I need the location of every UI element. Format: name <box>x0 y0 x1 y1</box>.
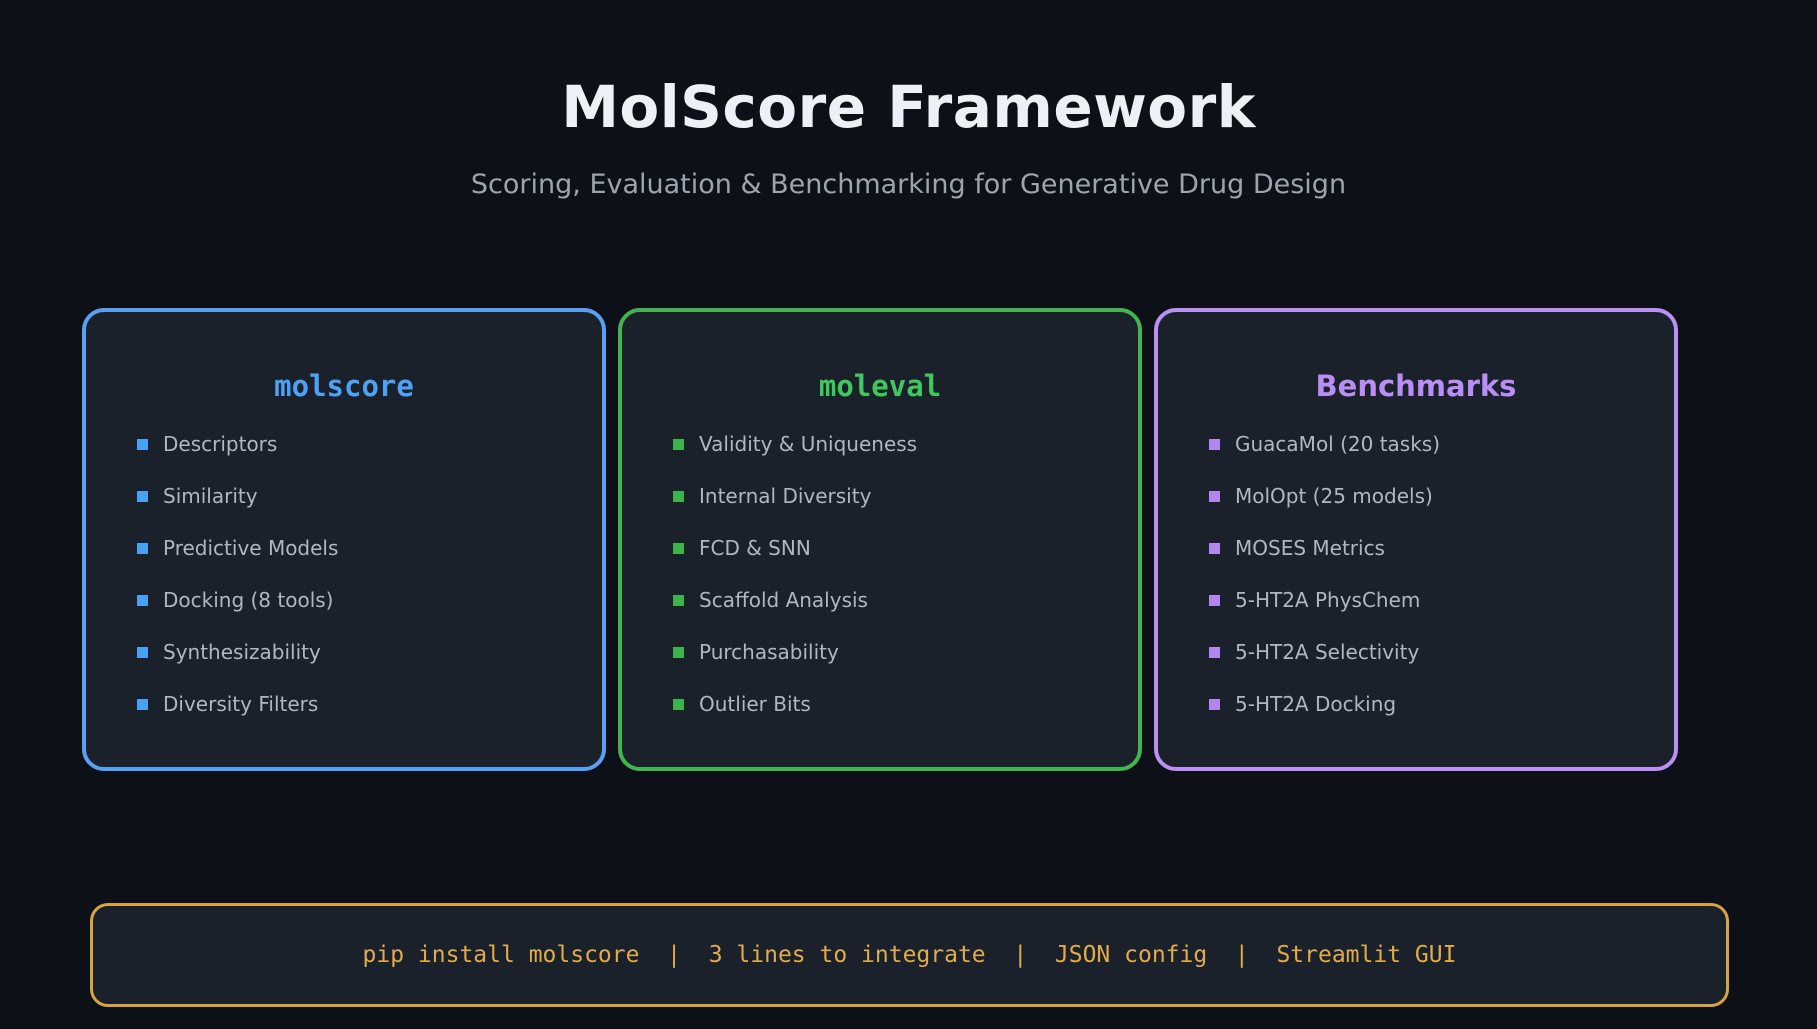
list-item-label: Predictive Models <box>163 536 339 560</box>
list-item: Purchasability <box>673 626 1138 678</box>
list-item: FCD & SNN <box>673 522 1138 574</box>
list-item: GuacaMol (20 tasks) <box>1209 418 1674 470</box>
list-item: 5-HT2A Docking <box>1209 678 1674 730</box>
list-item: Similarity <box>137 470 602 522</box>
list-item: Predictive Models <box>137 522 602 574</box>
list-item-label: MOSES Metrics <box>1235 536 1385 560</box>
bullet-square-icon <box>137 490 148 502</box>
list-item: Internal Diversity <box>673 470 1138 522</box>
page-title: MolScore Framework <box>561 73 1256 141</box>
bullet-square-icon <box>137 594 148 606</box>
bullet-square-icon <box>137 646 148 658</box>
list-item-label: Diversity Filters <box>163 692 319 716</box>
card-benchmarks-feature-list: GuacaMol (20 tasks) MolOpt (25 models) M… <box>1158 418 1674 730</box>
bullet-square-icon <box>673 438 684 450</box>
page-subtitle: Scoring, Evaluation & Benchmarking for G… <box>470 169 1347 200</box>
card-molscore-feature-list: Descriptors Similarity Predictive Models… <box>86 418 602 730</box>
list-item-label: FCD & SNN <box>699 536 811 560</box>
bullet-square-icon <box>673 542 684 554</box>
bullet-square-icon <box>673 594 684 606</box>
bullet-square-icon <box>1209 594 1220 606</box>
card-molscore: molscore Descriptors Similarity Predicti… <box>82 308 606 771</box>
bullet-square-icon <box>137 542 148 554</box>
list-item-label: Scaffold Analysis <box>699 588 868 612</box>
header: MolScore Framework Scoring, Evaluation &… <box>0 72 1817 202</box>
footer-bar: pip install molscore | 3 lines to integr… <box>90 903 1729 1007</box>
bullet-square-icon <box>1209 542 1220 554</box>
list-item: Docking (8 tools) <box>137 574 602 626</box>
list-item-label: Similarity <box>163 484 258 508</box>
bullet-square-icon <box>1209 490 1220 502</box>
bullet-square-icon <box>673 490 684 502</box>
list-item: Synthesizability <box>137 626 602 678</box>
card-molscore-title: molscore <box>274 369 414 403</box>
card-moleval: moleval Validity & Uniqueness Internal D… <box>618 308 1142 771</box>
list-item-label: 5-HT2A Docking <box>1235 692 1397 716</box>
list-item-label: Internal Diversity <box>699 484 872 508</box>
footer-text: pip install molscore | 3 lines to integr… <box>362 942 1457 968</box>
list-item: Descriptors <box>137 418 602 470</box>
list-item: 5-HT2A PhysChem <box>1209 574 1674 626</box>
bullet-square-icon <box>1209 438 1220 450</box>
list-item-label: GuacaMol (20 tasks) <box>1235 432 1441 456</box>
card-benchmarks: Benchmarks GuacaMol (20 tasks) MolOpt (2… <box>1154 308 1678 771</box>
list-item: MolOpt (25 models) <box>1209 470 1674 522</box>
list-item-label: Docking (8 tools) <box>163 588 334 612</box>
bullet-square-icon <box>137 698 148 710</box>
cards-row: molscore Descriptors Similarity Predicti… <box>82 308 1678 771</box>
list-item-label: Outlier Bits <box>699 692 811 716</box>
list-item-label: Validity & Uniqueness <box>699 432 918 456</box>
list-item-label: Synthesizability <box>163 640 321 664</box>
list-item: MOSES Metrics <box>1209 522 1674 574</box>
list-item: Validity & Uniqueness <box>673 418 1138 470</box>
bullet-square-icon <box>673 698 684 710</box>
bullet-square-icon <box>137 438 148 450</box>
list-item: Outlier Bits <box>673 678 1138 730</box>
card-moleval-title: moleval <box>818 369 942 403</box>
list-item-label: 5-HT2A Selectivity <box>1235 640 1420 664</box>
card-moleval-feature-list: Validity & Uniqueness Internal Diversity… <box>622 418 1138 730</box>
list-item-label: Purchasability <box>699 640 839 664</box>
list-item: 5-HT2A Selectivity <box>1209 626 1674 678</box>
list-item-label: 5-HT2A PhysChem <box>1235 588 1421 612</box>
list-item-label: Descriptors <box>163 432 278 456</box>
list-item-label: MolOpt (25 models) <box>1235 484 1433 508</box>
list-item: Scaffold Analysis <box>673 574 1138 626</box>
list-item: Diversity Filters <box>137 678 602 730</box>
card-benchmarks-title: Benchmarks <box>1315 369 1517 403</box>
bullet-square-icon <box>1209 646 1220 658</box>
bullet-square-icon <box>673 646 684 658</box>
bullet-square-icon <box>1209 698 1220 710</box>
